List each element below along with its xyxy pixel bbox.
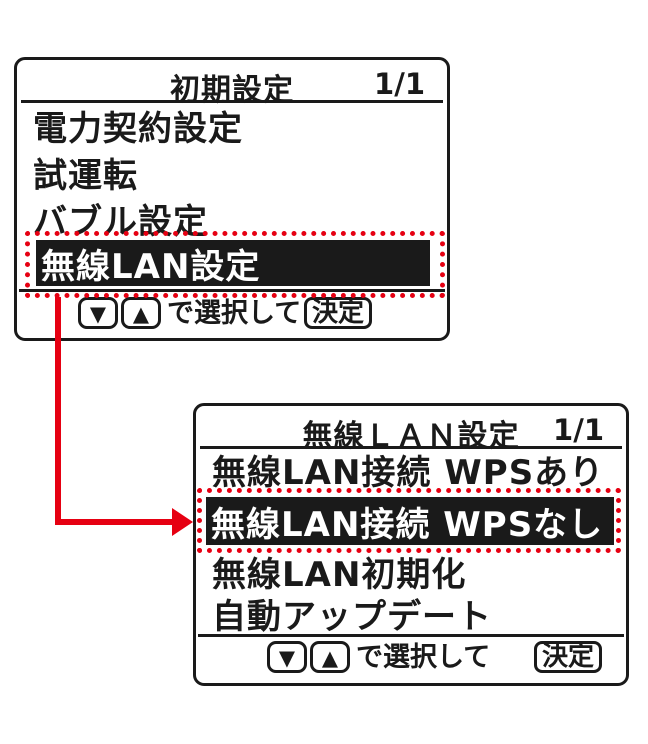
down-triangle-icon: ▼: [278, 645, 296, 670]
down-triangle-icon: ▼: [89, 301, 107, 326]
screen2-page-indicator: 1/1: [553, 413, 604, 447]
up-button[interactable]: ▲: [310, 641, 350, 673]
menu-item-power-contract-setting[interactable]: 電力契約設定: [33, 109, 243, 149]
screen-wireless-lan-settings: 無線ＬＡＮ設定 1/1 無線LAN接続 WPSあり 無線LAN接続 WPSなし …: [193, 403, 629, 686]
screen1-page-indicator: 1/1: [374, 67, 425, 101]
selected-item-label: 無線LAN設定: [41, 246, 261, 287]
screen-initial-settings: 初期設定 1/1 電力契約設定 試運転 バブル設定 無線LAN設定 ▼ ▲ で選…: [14, 57, 450, 341]
screen1-footer-divider: [19, 289, 445, 292]
up-button[interactable]: ▲: [121, 297, 161, 329]
up-triangle-icon: ▲: [132, 301, 150, 326]
menu-item-test-run[interactable]: 試運転: [33, 156, 138, 196]
menu-item-wireless-lan-setting-selected[interactable]: 無線LAN設定: [36, 240, 430, 287]
screen1-footer: ▼ ▲ で選択して 決定: [17, 297, 447, 333]
screen2-title-divider: [200, 446, 622, 449]
selection-hint-text: で選択して: [167, 298, 302, 329]
screen2-footer: ▼ ▲ で選択して 決定: [196, 641, 626, 677]
screen2-footer-divider: [198, 634, 624, 637]
screen1-title-divider: [21, 100, 443, 103]
menu-item-auto-update[interactable]: 自動アップデート: [212, 597, 492, 637]
enter-button[interactable]: 決定: [534, 641, 603, 673]
highlight-annotation-screen2: [197, 488, 621, 553]
selection-hint-text: で選択して: [356, 642, 491, 673]
flow-arrow-horizontal-segment: [55, 519, 175, 525]
menu-item-wlan-connect-wps-available[interactable]: 無線LAN接続 WPSあり: [212, 453, 605, 493]
menu-item-wlan-initialize[interactable]: 無線LAN初期化: [212, 555, 467, 595]
up-triangle-icon: ▲: [321, 645, 339, 670]
flow-arrow-vertical-segment: [55, 297, 61, 525]
flow-arrow-head-icon: [172, 508, 193, 536]
down-button[interactable]: ▼: [78, 297, 118, 329]
menu-item-wlan-connect-wps-none-selected[interactable]: 無線LAN接続 WPSなし: [206, 497, 614, 545]
down-button[interactable]: ▼: [267, 641, 307, 673]
enter-button[interactable]: 決定: [304, 297, 373, 329]
highlight-annotation-screen1: [25, 231, 445, 298]
selected-item-label: 無線LAN接続 WPSなし: [211, 504, 604, 545]
